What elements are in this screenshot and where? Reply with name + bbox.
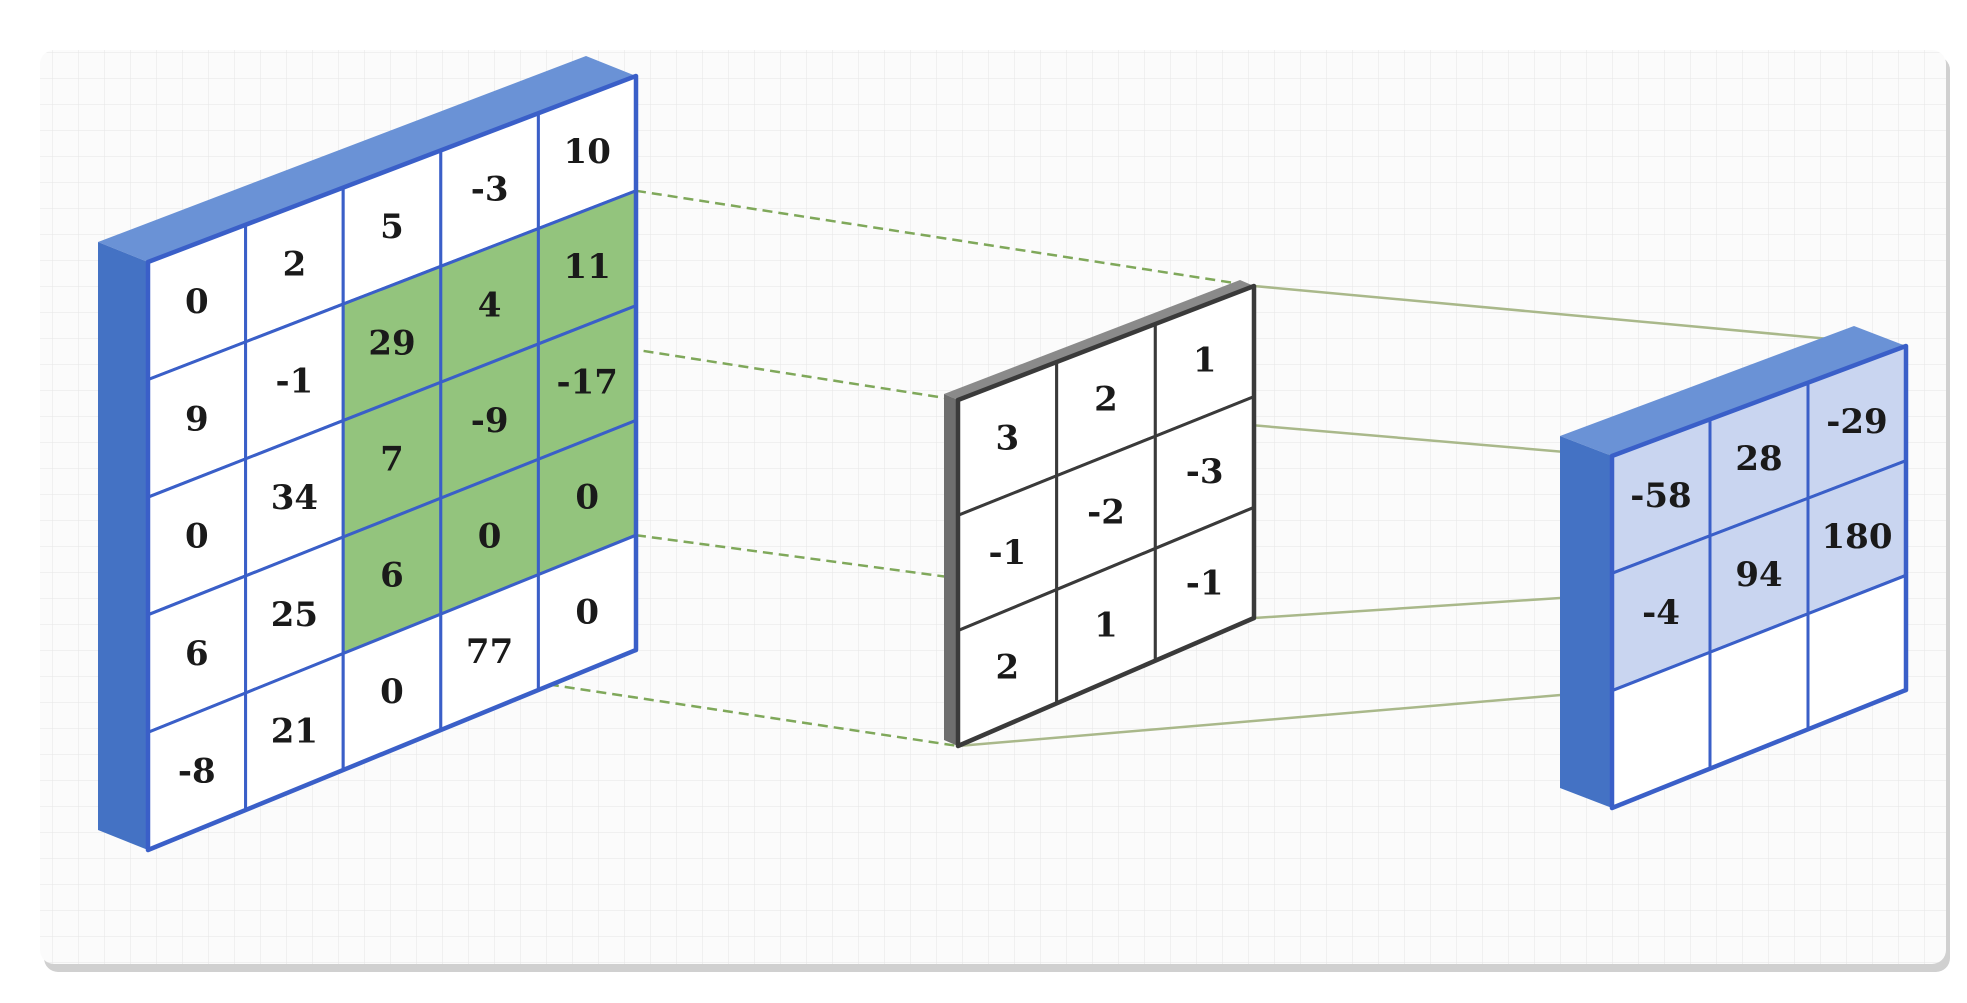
output-cell-value: -29 [1826, 402, 1887, 442]
kernel-top-edge [944, 280, 1254, 400]
input-cell-value: 4 [478, 285, 502, 325]
output-cell-value: 94 [1735, 555, 1782, 595]
output-top-edge [1560, 326, 1906, 456]
output-matrix: -58 28 -29 -4 94 180 [1560, 326, 1909, 811]
input-top-edge [98, 56, 636, 262]
kernel-cell-value: -3 [1186, 452, 1224, 492]
kernel-frame [955, 283, 1257, 749]
output-cell-value: 28 [1735, 439, 1782, 479]
input-cell-value: 2 [283, 245, 307, 285]
input-cell-value: 7 [380, 440, 404, 480]
kernel-side-edge [944, 394, 958, 746]
kernel-cell-value: 1 [1094, 606, 1118, 646]
input-cell-value: 0 [185, 282, 209, 322]
input-cell-value: 5 [380, 207, 404, 247]
input-cell-value: -3 [471, 170, 509, 210]
input-cell-value: 0 [575, 477, 599, 517]
output-cell-value: -4 [1642, 593, 1680, 633]
kernel-cell-value: -2 [1087, 493, 1125, 533]
input-cell-value: 21 [271, 712, 318, 752]
kernel-matrix: 3 2 1 -1 -2 -3 2 1 -1 [944, 280, 1257, 749]
input-cell-value: 25 [271, 595, 318, 635]
output-cell-value: -58 [1630, 476, 1691, 516]
kernel-cell-value: 3 [995, 418, 1019, 458]
output-cell-value: 180 [1822, 517, 1893, 557]
input-cell-value: 6 [185, 634, 209, 674]
input-cell-value: -8 [178, 751, 216, 791]
kernel-cell-value: -1 [1186, 564, 1224, 604]
output-frame [1609, 343, 1909, 811]
input-cell-value: 9 [185, 399, 209, 439]
input-cell-value: 6 [380, 556, 404, 596]
kernel-cell-value: 2 [1094, 380, 1118, 420]
connector-line [635, 189, 1255, 288]
connector-line [957, 689, 1613, 748]
input-cell-value: 0 [478, 517, 502, 557]
input-cell-value: -9 [471, 401, 509, 441]
connector-line [1253, 284, 1907, 348]
input-cell-value: 0 [185, 517, 209, 557]
output-side-edge [1560, 436, 1612, 808]
input-side-edge [98, 242, 148, 850]
input-cell-value: 77 [466, 632, 513, 672]
input-cell-value: 0 [575, 592, 599, 632]
kernel-cell-value: -1 [988, 533, 1026, 573]
input-cell-value: 29 [368, 323, 415, 363]
input-cell-value: -17 [556, 362, 617, 402]
input-cell-value: 11 [564, 247, 611, 287]
kernel-cell-value: 1 [1193, 341, 1217, 381]
input-frame [145, 73, 639, 853]
kernel-cell-value: 2 [995, 647, 1019, 687]
input-cell-value: 0 [380, 672, 404, 712]
input-cell-value: 10 [564, 132, 611, 172]
input-cell-value: 34 [271, 478, 318, 518]
input-cell-value: -1 [276, 361, 314, 401]
